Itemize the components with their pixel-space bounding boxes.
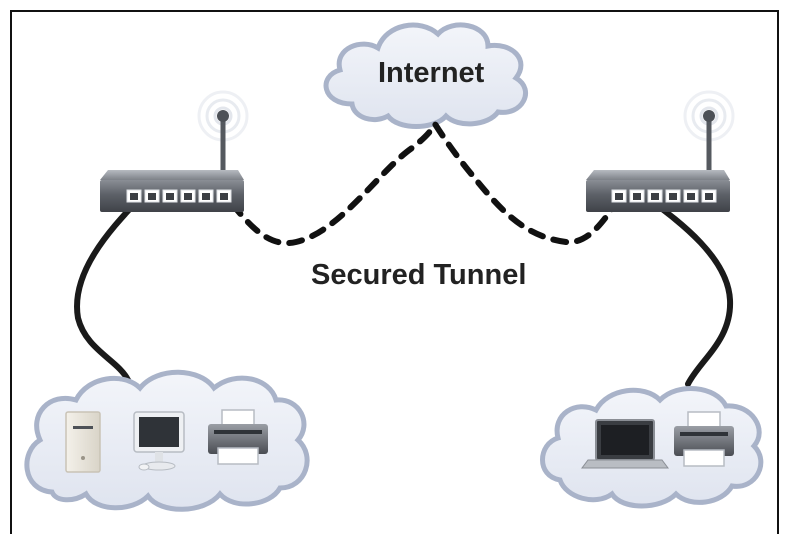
server-icon bbox=[65, 411, 101, 473]
frame-left-border bbox=[10, 10, 12, 534]
frame-right-border bbox=[777, 10, 779, 534]
laptop-icon bbox=[581, 419, 669, 469]
right-printer-icon bbox=[674, 411, 734, 467]
secured-tunnel-path bbox=[229, 117, 617, 247]
internet-label: Internet bbox=[378, 57, 485, 89]
secured-tunnel-label: Secured Tunnel bbox=[311, 259, 527, 291]
right-network-cable bbox=[647, 197, 734, 387]
left-printer-icon bbox=[208, 409, 268, 465]
right-router-icon bbox=[586, 90, 735, 212]
desktop-computer-icon bbox=[133, 411, 185, 471]
left-network-cable bbox=[74, 197, 141, 383]
internet-cloud-icon bbox=[323, 22, 529, 129]
frame-top-border bbox=[10, 10, 779, 12]
left-router-icon bbox=[100, 90, 249, 212]
